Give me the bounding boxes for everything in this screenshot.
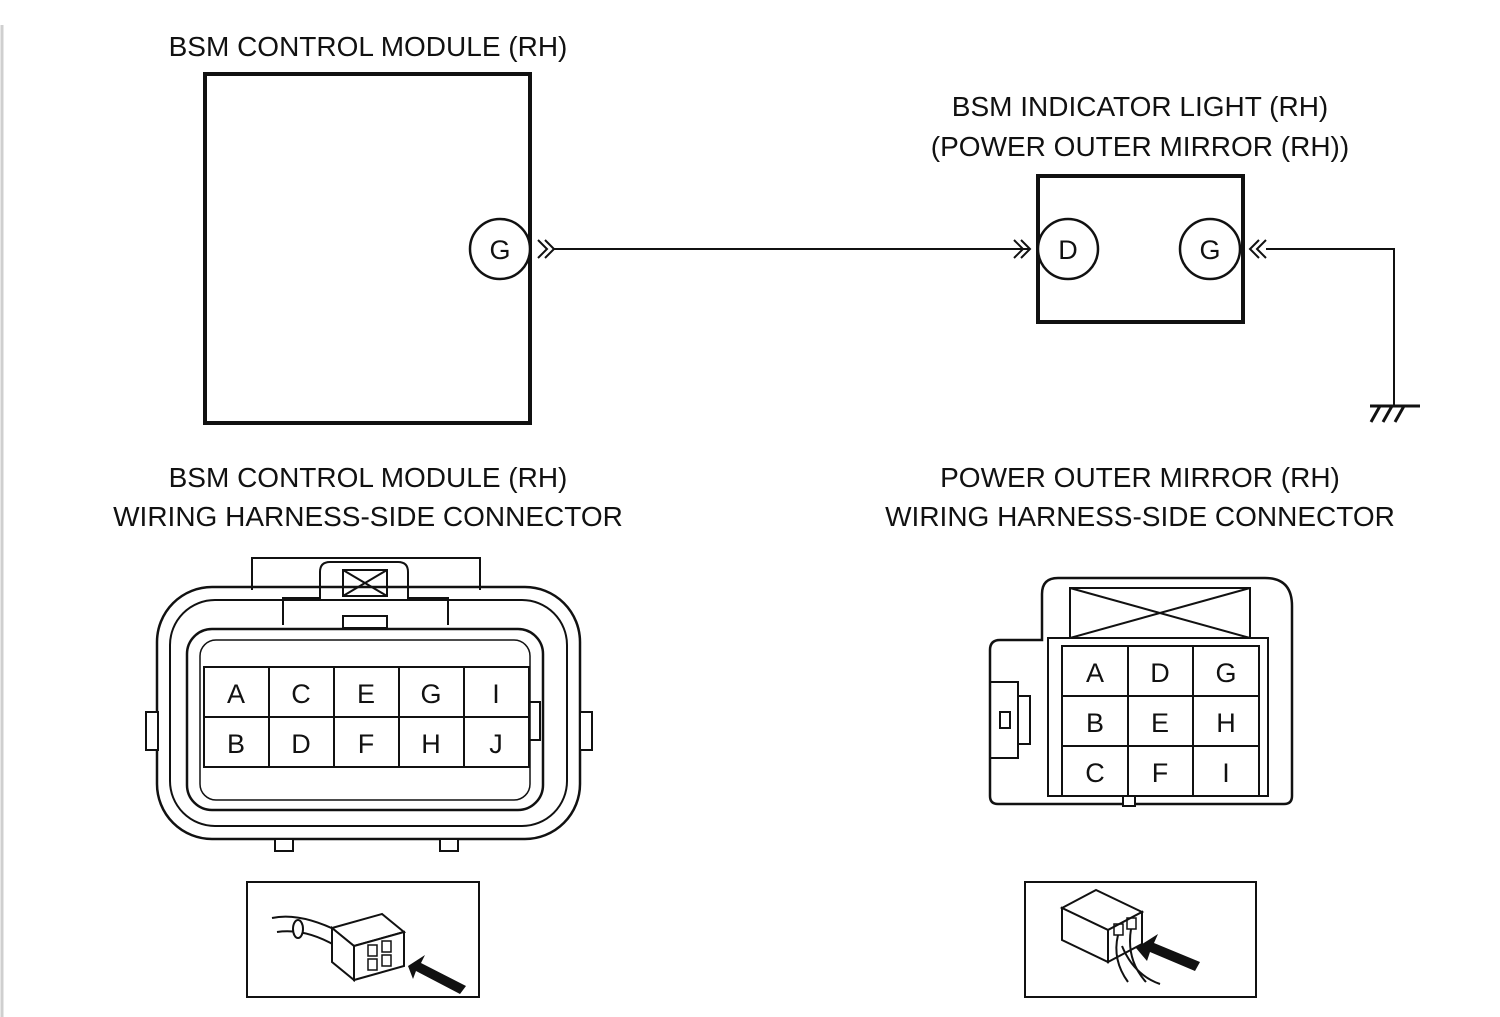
module-connector-pins: A C E G I B D F H J	[227, 679, 503, 759]
mirror-connector-title-line2: WIRING HARNESS-SIDE CONNECTOR	[885, 501, 1395, 532]
indicator-title-line2: (POWER OUTER MIRROR (RH))	[931, 131, 1349, 162]
indicator-terminal-g-label: G	[1199, 235, 1220, 265]
ground-icon	[1369, 404, 1420, 423]
pin-b: B	[227, 729, 245, 759]
module-connector-title-line1: BSM CONTROL MODULE (RH)	[169, 462, 568, 493]
mirror-connector-pins: A D G B E H C F I	[1085, 658, 1236, 788]
indicator-input-chevron	[1013, 239, 1032, 259]
indicator-terminal-d: D	[1036, 217, 1100, 281]
ground-wire	[1266, 248, 1395, 405]
pin-f: F	[358, 729, 375, 759]
pin-h: H	[1216, 708, 1236, 738]
mirror-connector-title-line1: POWER OUTER MIRROR (RH)	[940, 462, 1340, 493]
module-connector-view-icon	[246, 881, 480, 998]
pin-c: C	[1085, 758, 1105, 788]
indicator-title-line1: BSM INDICATOR LIGHT (RH)	[952, 91, 1328, 122]
pin-d: D	[1150, 658, 1170, 688]
pin-i: I	[1222, 758, 1230, 788]
pin-h: H	[421, 729, 441, 759]
pin-c: C	[291, 679, 311, 709]
indicator-output-chevron	[1248, 239, 1267, 259]
module-terminal-g: G	[468, 217, 532, 281]
module-terminal-chevron	[537, 239, 556, 259]
pin-d: D	[291, 729, 311, 759]
indicator-terminal-d-label: D	[1058, 235, 1078, 265]
module-title: BSM CONTROL MODULE (RH)	[169, 31, 568, 62]
pin-g: G	[1215, 658, 1236, 688]
indicator-terminal-g: G	[1178, 217, 1242, 281]
pin-g: G	[420, 679, 441, 709]
pin-e: E	[357, 679, 375, 709]
pin-a: A	[1086, 658, 1104, 688]
module-connector-drawing	[145, 557, 593, 852]
pin-a: A	[227, 679, 245, 709]
pin-i: I	[492, 679, 500, 709]
mirror-connector-view-icon	[1024, 881, 1257, 998]
pin-f: F	[1152, 758, 1169, 788]
mirror-connector-drawing	[988, 576, 1294, 807]
pin-b: B	[1086, 708, 1104, 738]
module-connector-title-line2: WIRING HARNESS-SIDE CONNECTOR	[113, 501, 623, 532]
pin-j: J	[489, 729, 503, 759]
pin-e: E	[1151, 708, 1169, 738]
module-terminal-label: G	[489, 235, 510, 265]
